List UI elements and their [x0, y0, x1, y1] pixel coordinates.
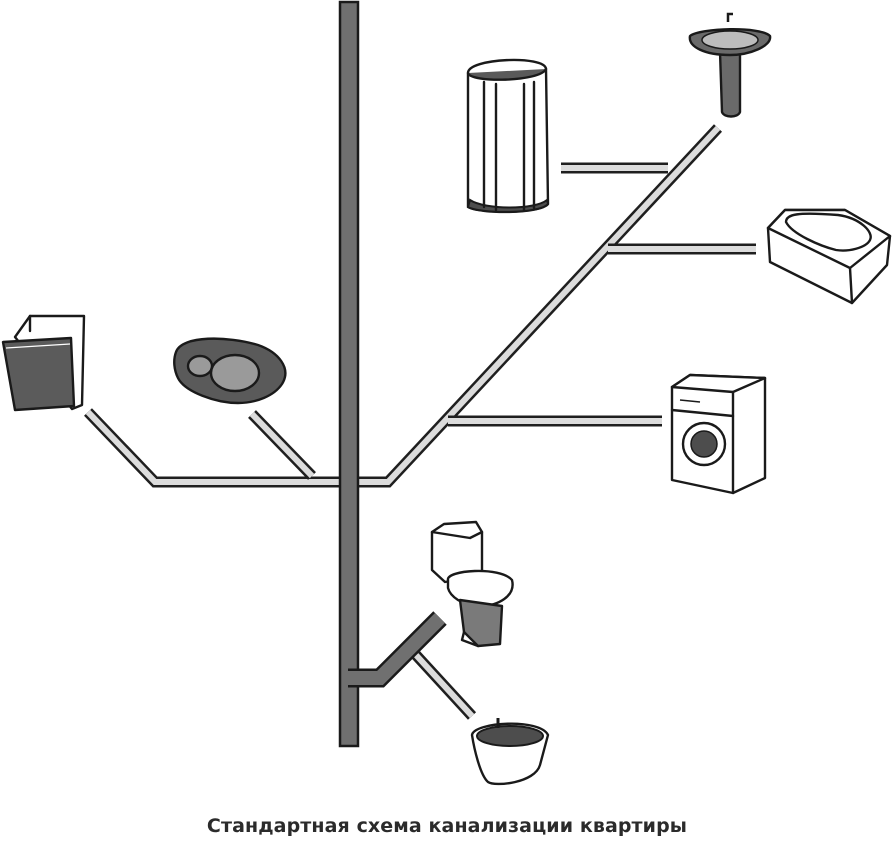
washing-machine-icon	[670, 373, 767, 495]
washbasin-icon	[688, 12, 772, 118]
bidet-icon	[470, 718, 550, 786]
branch-pipes	[84, 124, 756, 720]
toilet-icon	[430, 520, 514, 648]
dishwasher-icon	[1, 314, 86, 412]
diagram-caption: Стандартная схема канализации квартиры	[206, 815, 688, 837]
toilet-pipe	[348, 611, 447, 688]
main-riser	[338, 0, 360, 748]
bathtub-icon	[766, 208, 892, 305]
shower-cabin-icon	[466, 58, 550, 214]
kitchen-sink-icon	[173, 337, 287, 405]
